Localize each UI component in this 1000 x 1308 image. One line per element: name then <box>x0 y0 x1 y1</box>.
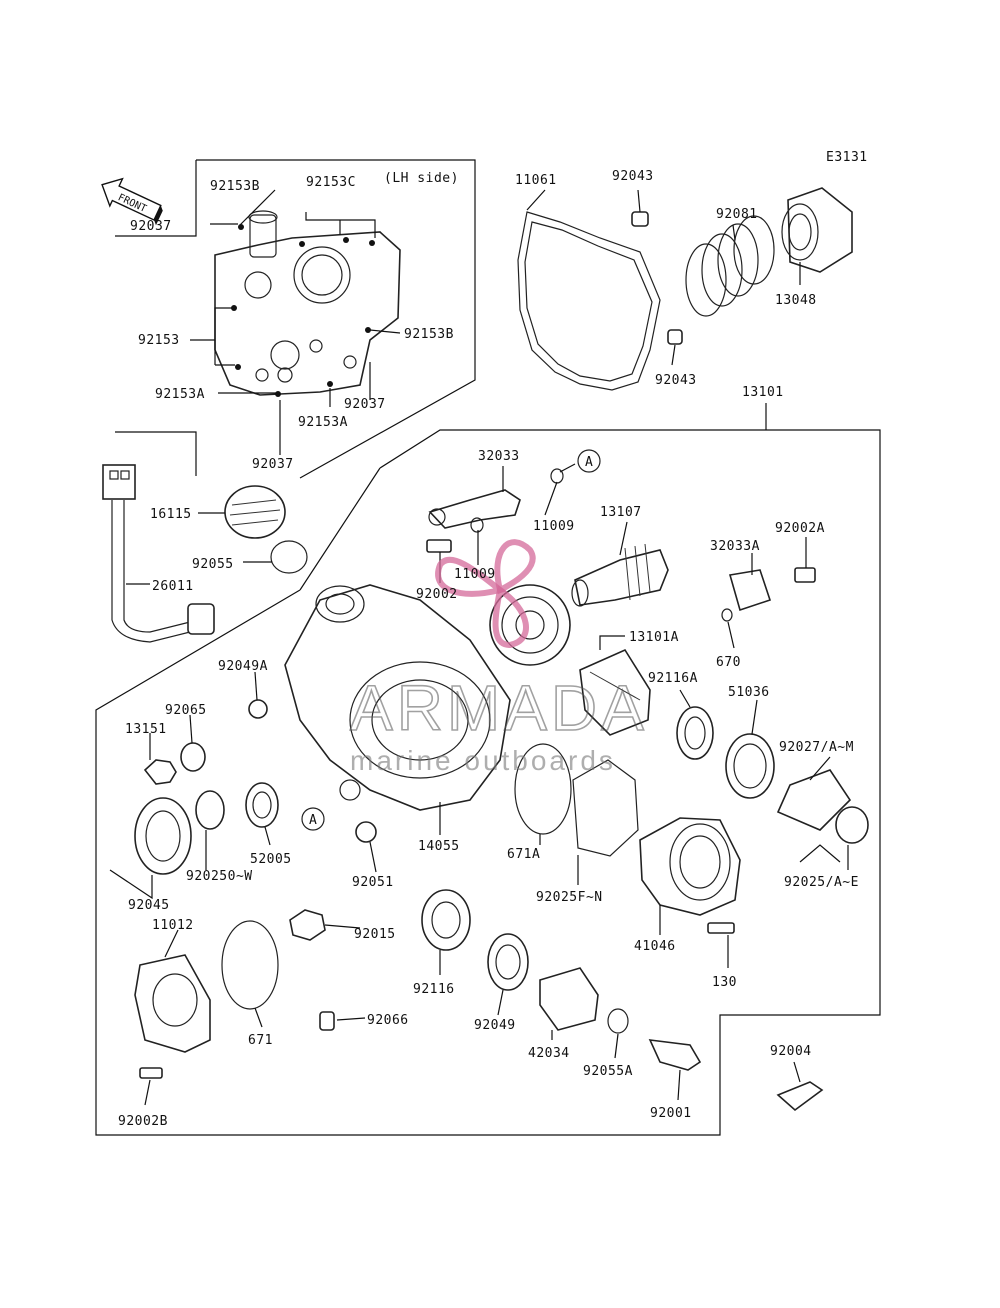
sensor-connector <box>102 464 215 643</box>
part-label-92015: 92015 <box>354 927 396 942</box>
lh-side-note: (LH side) <box>384 171 459 186</box>
part-label-13107: 13107 <box>600 505 642 520</box>
part-label-92037c: 92037 <box>252 457 294 472</box>
part-label-92002b: 92002B <box>118 1114 168 1129</box>
part-label-92002: 92002 <box>416 587 458 602</box>
part-label-13101a: 13101A <box>629 630 679 645</box>
part-label-92049: 92049 <box>474 1018 516 1033</box>
part-label-92001: 92001 <box>650 1106 692 1121</box>
lower-parts <box>134 889 824 1112</box>
watermark-brand: ARMADA <box>350 672 648 744</box>
part-label-92049a: 92049A <box>218 659 268 674</box>
part-label-92065: 92065 <box>165 703 207 718</box>
part-label-32033: 32033 <box>478 449 520 464</box>
part-label-130: 130 <box>712 975 737 990</box>
part-label-11012: 11012 <box>152 918 194 933</box>
part-label-92153b2: 92153B <box>404 327 454 342</box>
part-label-92153a2: 92153A <box>298 415 348 430</box>
watermark-tagline: marine outboards <box>350 745 616 776</box>
part-labels: 92153B 92153C 92037 92153 92153B 92153A 92037 9… <box>118 169 859 1129</box>
part-label-92037a: 92037 <box>130 219 172 234</box>
part-label-92002a: 92002A <box>775 521 825 536</box>
part-label-92055: 92055 <box>192 557 234 572</box>
part-label-671a: 671A <box>507 847 540 862</box>
part-label-92153: 92153 <box>138 333 180 348</box>
oil-filler-cap <box>224 485 286 539</box>
part-label-92004: 92004 <box>770 1044 812 1059</box>
part-label-92025: 92025/A~E <box>784 875 859 890</box>
diagram-code: E3131 <box>826 150 868 165</box>
part-label-92081: 92081 <box>716 207 758 222</box>
stopper-bracket <box>721 567 816 622</box>
part-label-13101: 13101 <box>742 385 784 400</box>
part-label-52005: 52005 <box>250 852 292 867</box>
part-label-670: 670 <box>716 655 741 670</box>
gear-shaft <box>571 543 669 607</box>
part-label-51036: 51036 <box>728 685 770 700</box>
part-label-a2: A <box>309 813 317 828</box>
cover-gasket <box>517 211 661 391</box>
bearing-case <box>639 817 741 934</box>
part-label-42034: 42034 <box>528 1046 570 1061</box>
part-label-92045: 92045 <box>128 898 170 913</box>
part-label-92043b: 92043 <box>655 373 697 388</box>
part-label-26011: 26011 <box>152 579 194 594</box>
spring <box>685 215 775 317</box>
part-label-92066: 92066 <box>367 1013 409 1028</box>
part-label-92153b: 92153B <box>210 179 260 194</box>
part-label-92027: 92027/A~M <box>779 740 854 755</box>
o-ring-671A <box>514 743 572 835</box>
leader-lines <box>109 189 849 1106</box>
part-label-92116: 92116 <box>413 982 455 997</box>
part-label-11009b: 11009 <box>454 567 496 582</box>
ref-marker-a-bottom <box>301 807 325 831</box>
part-label-92037b: 92037 <box>344 397 386 412</box>
part-label-11009a: 11009 <box>533 519 575 534</box>
part-label-a1: A <box>585 455 593 470</box>
part-label-92051: 92051 <box>352 875 394 890</box>
part-label-671: 671 <box>248 1033 273 1048</box>
coupling <box>781 187 853 273</box>
propeller-logo-icon <box>435 539 536 649</box>
part-label-14055: 14055 <box>418 839 460 854</box>
gear-housing <box>284 584 511 811</box>
part-label-13151: 13151 <box>125 722 167 737</box>
part-label-92153c: 92153C <box>306 175 356 190</box>
detail-box-lines <box>95 159 881 1136</box>
part-label-11061: 11061 <box>515 173 557 188</box>
part-label-92116a: 92116A <box>648 671 698 686</box>
part-label-16115: 16115 <box>150 507 192 522</box>
part-label-32033a: 32033A <box>710 539 760 554</box>
o-ring-92055 <box>270 540 308 574</box>
lh-side-cover <box>214 210 401 397</box>
dowel-pins <box>631 211 683 345</box>
part-label-92043a: 92043 <box>612 169 654 184</box>
part-label-92153a: 92153A <box>155 387 205 402</box>
part-label-13048: 13048 <box>775 293 817 308</box>
left-seals <box>134 699 377 875</box>
part-label-92025f: 92025F~N <box>536 890 603 905</box>
watermark-logo: ARMADA marine outboards <box>349 539 648 776</box>
right-bearings <box>676 706 869 844</box>
bevel-gear <box>489 584 651 736</box>
part-label-92055a: 92055A <box>583 1064 633 1079</box>
shift-lever <box>426 468 564 553</box>
ref-marker-a-top <box>577 449 601 473</box>
cover-gasket-92025F <box>572 759 639 857</box>
part-label-41046: 41046 <box>634 939 676 954</box>
part-label-920250: 920250~W <box>186 869 253 884</box>
